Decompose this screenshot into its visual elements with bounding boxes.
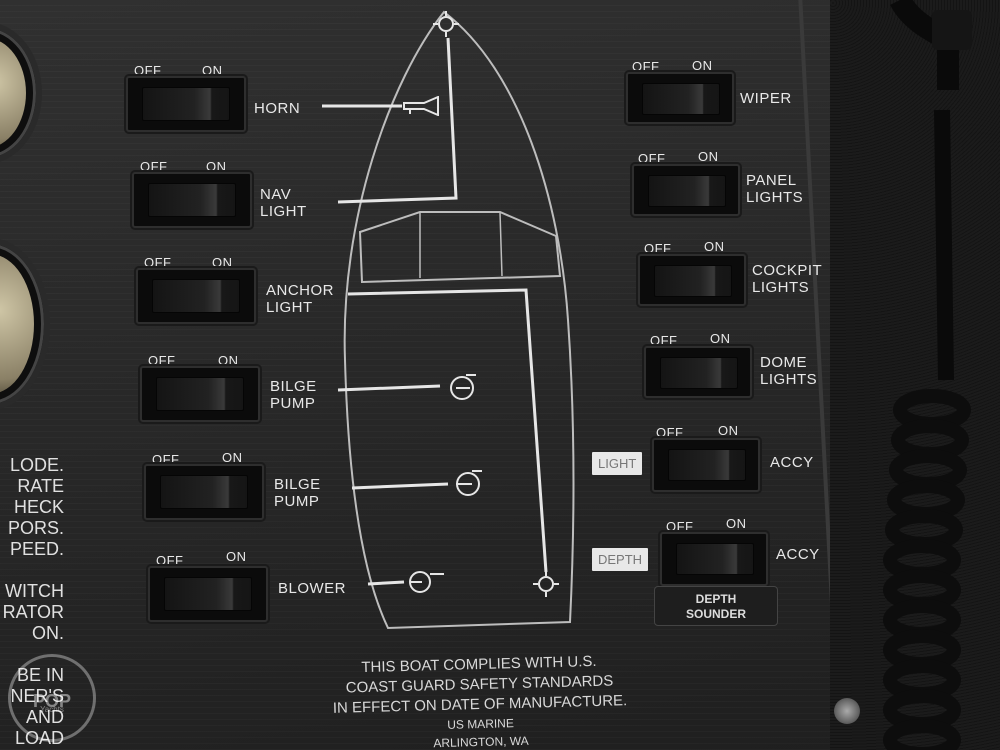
carpet-background: [830, 0, 1000, 750]
horn-label: HORN: [254, 100, 301, 117]
cockpit-lights-switch[interactable]: [638, 254, 746, 306]
accy-switch-2[interactable]: [660, 532, 768, 586]
bilge-pump-icon: [450, 374, 476, 400]
accy-switch-1[interactable]: [652, 438, 760, 492]
bilge-pump-switch-1[interactable]: [140, 366, 260, 422]
dome-lights-label: DOME LIGHTS: [760, 354, 818, 388]
wiper-label: WIPER: [740, 90, 792, 107]
switch-on-label: ON: [718, 423, 739, 438]
compliance-notice: THIS BOAT COMPLIES WITH U.S. COAST GUARD…: [324, 651, 636, 750]
switch-off-label: OFF: [156, 553, 184, 568]
switch-off-label: OFF: [656, 425, 684, 440]
watermark-logo: POP Yachts: [8, 654, 96, 742]
accy-label: ACCY: [770, 454, 814, 471]
depth-tag: DEPTH: [592, 548, 649, 571]
switch-on-label: ON: [222, 450, 243, 465]
watermark-text: POP: [32, 691, 71, 711]
panel-lights-label: PANEL LIGHTS: [746, 172, 804, 206]
switch-on-label: ON: [218, 353, 239, 368]
switch-off-label: OFF: [140, 159, 168, 174]
switch-on-label: ON: [212, 255, 233, 270]
switch-off-label: OFF: [134, 63, 162, 78]
blower-switch[interactable]: [148, 566, 268, 622]
switch-on-label: ON: [726, 516, 747, 531]
accy-label: ACCY: [776, 546, 820, 563]
switch-off-label: OFF: [666, 519, 694, 534]
cockpit-lights-label: COCKPIT LIGHTS: [752, 262, 823, 296]
panel-lights-switch[interactable]: [632, 164, 740, 216]
blower-label: BLOWER: [278, 580, 347, 597]
nav-light-icon: [433, 11, 459, 37]
switch-off-label: OFF: [638, 151, 666, 166]
switch-off-label: OFF: [144, 255, 172, 270]
blower-icon: [409, 571, 444, 593]
wiper-switch[interactable]: [626, 72, 734, 124]
anchor-light-icon: [533, 571, 559, 597]
gauge-lower: [0, 238, 50, 410]
bilge-pump-label: BILGE PUMP: [274, 476, 321, 510]
coiled-cord: [883, 0, 972, 750]
nav-light-label: NAV LIGHT: [260, 186, 307, 220]
horn-switch[interactable]: [126, 76, 246, 132]
switch-on-label: ON: [202, 63, 223, 78]
horn-icon: [403, 96, 439, 116]
switch-off-label: OFF: [148, 353, 176, 368]
anchor-light-switch[interactable]: [136, 268, 256, 324]
panel-screw: [834, 698, 860, 724]
switch-on-label: ON: [206, 159, 227, 174]
switch-on-label: ON: [226, 549, 247, 564]
bilge-pump-icon: [456, 470, 482, 496]
bilge-pump-switch-2[interactable]: [144, 464, 264, 520]
switch-off-label: OFF: [644, 241, 672, 256]
switch-off-label: OFF: [152, 452, 180, 467]
switch-on-label: ON: [710, 331, 731, 346]
switch-off-label: OFF: [650, 333, 678, 348]
watermark-subtext: Yachts: [40, 705, 64, 714]
anchor-light-label: ANCHOR LIGHT: [266, 282, 335, 316]
bilge-pump-label: BILGE PUMP: [270, 378, 317, 412]
light-tag: LIGHT: [592, 452, 643, 475]
switch-on-label: ON: [692, 58, 713, 73]
switch-on-label: ON: [704, 239, 725, 254]
switch-off-label: OFF: [632, 59, 660, 74]
switch-on-label: ON: [698, 149, 719, 164]
depth-sounder-label: DEPTH SOUNDER: [654, 586, 778, 626]
nav-light-switch[interactable]: [132, 172, 252, 228]
dome-lights-switch[interactable]: [644, 346, 752, 398]
